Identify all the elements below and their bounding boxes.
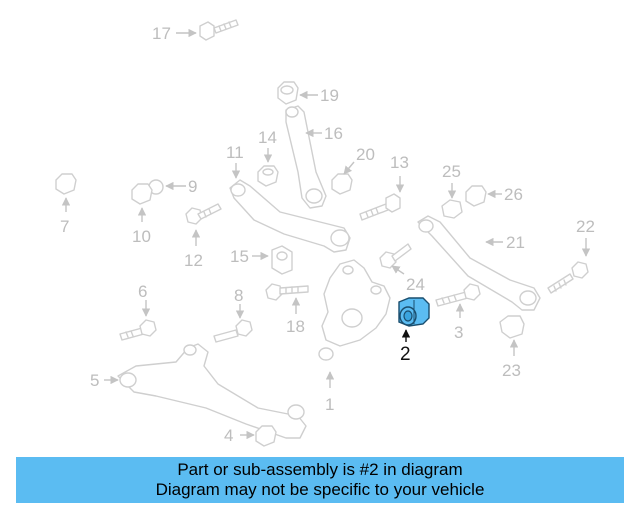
callout-2: 2	[400, 344, 411, 365]
callout-25: 25	[442, 162, 461, 181]
callout-7: 7	[60, 217, 69, 236]
callout-23: 23	[502, 361, 521, 380]
callout-5: 5	[90, 371, 99, 390]
part-21-link[interactable]	[417, 215, 541, 311]
parts-diagram: 17 19 16 14 11 20 13	[55, 19, 595, 447]
callout-21: 21	[506, 233, 525, 252]
part-16-link[interactable]	[285, 105, 327, 209]
part-11-control-arm[interactable]	[229, 179, 351, 253]
callout-1: 1	[325, 395, 334, 414]
banner-line-2: Diagram may not be specific to your vehi…	[155, 480, 485, 499]
callout-16: 16	[324, 124, 343, 143]
part-24-bolt[interactable]	[379, 243, 412, 269]
banner-line-1: Part or sub-assembly is #2 in diagram	[177, 460, 463, 479]
info-banner: Part or sub-assembly is #2 in diagram Di…	[16, 457, 624, 503]
callout-11: 11	[226, 143, 244, 162]
part-4-nut[interactable]	[255, 425, 277, 447]
part-1-knuckle[interactable]	[318, 259, 391, 361]
callout-26: 26	[504, 185, 523, 204]
callout-4: 4	[224, 426, 233, 445]
callout-14: 14	[258, 128, 277, 147]
part-19-nut[interactable]	[277, 81, 299, 105]
part-14-nut[interactable]	[257, 165, 279, 187]
part-25-washer[interactable]	[441, 199, 463, 219]
callout-18: 18	[286, 317, 305, 336]
callout-20: 20	[356, 145, 375, 164]
part-8-bolt[interactable]	[213, 319, 253, 343]
part-7-nut[interactable]	[55, 173, 77, 195]
part-17-bolt[interactable]	[199, 19, 239, 41]
part-13-bolt[interactable]	[359, 193, 401, 221]
part-5-lower-arm[interactable]	[117, 343, 307, 439]
part-26-nut[interactable]	[465, 185, 487, 207]
callout-13: 13	[390, 153, 409, 172]
callout-12: 12	[184, 251, 203, 270]
callout-6: 6	[138, 282, 147, 301]
part-23-nut[interactable]	[499, 315, 525, 339]
part-20-nut[interactable]	[331, 173, 353, 195]
part-2-bushing-highlighted[interactable]	[398, 297, 430, 327]
part-18-bolt[interactable]	[265, 283, 309, 301]
callout-10: 10	[132, 227, 151, 246]
callout-8: 8	[234, 286, 243, 305]
callout-24: 24	[406, 275, 425, 294]
callout-19: 19	[320, 86, 339, 105]
callout-3: 3	[454, 323, 463, 342]
part-12-bolt[interactable]	[185, 203, 222, 225]
part-22-bolt[interactable]	[547, 261, 589, 294]
callout-22: 22	[576, 217, 595, 236]
callout-15: 15	[230, 247, 249, 266]
part-10-nut[interactable]	[131, 183, 153, 205]
part-6-bolt[interactable]	[119, 319, 157, 341]
callout-17: 17	[152, 24, 171, 43]
part-3-bolt[interactable]	[435, 283, 481, 307]
callout-9: 9	[188, 177, 197, 196]
part-15-bushing[interactable]	[271, 245, 293, 275]
